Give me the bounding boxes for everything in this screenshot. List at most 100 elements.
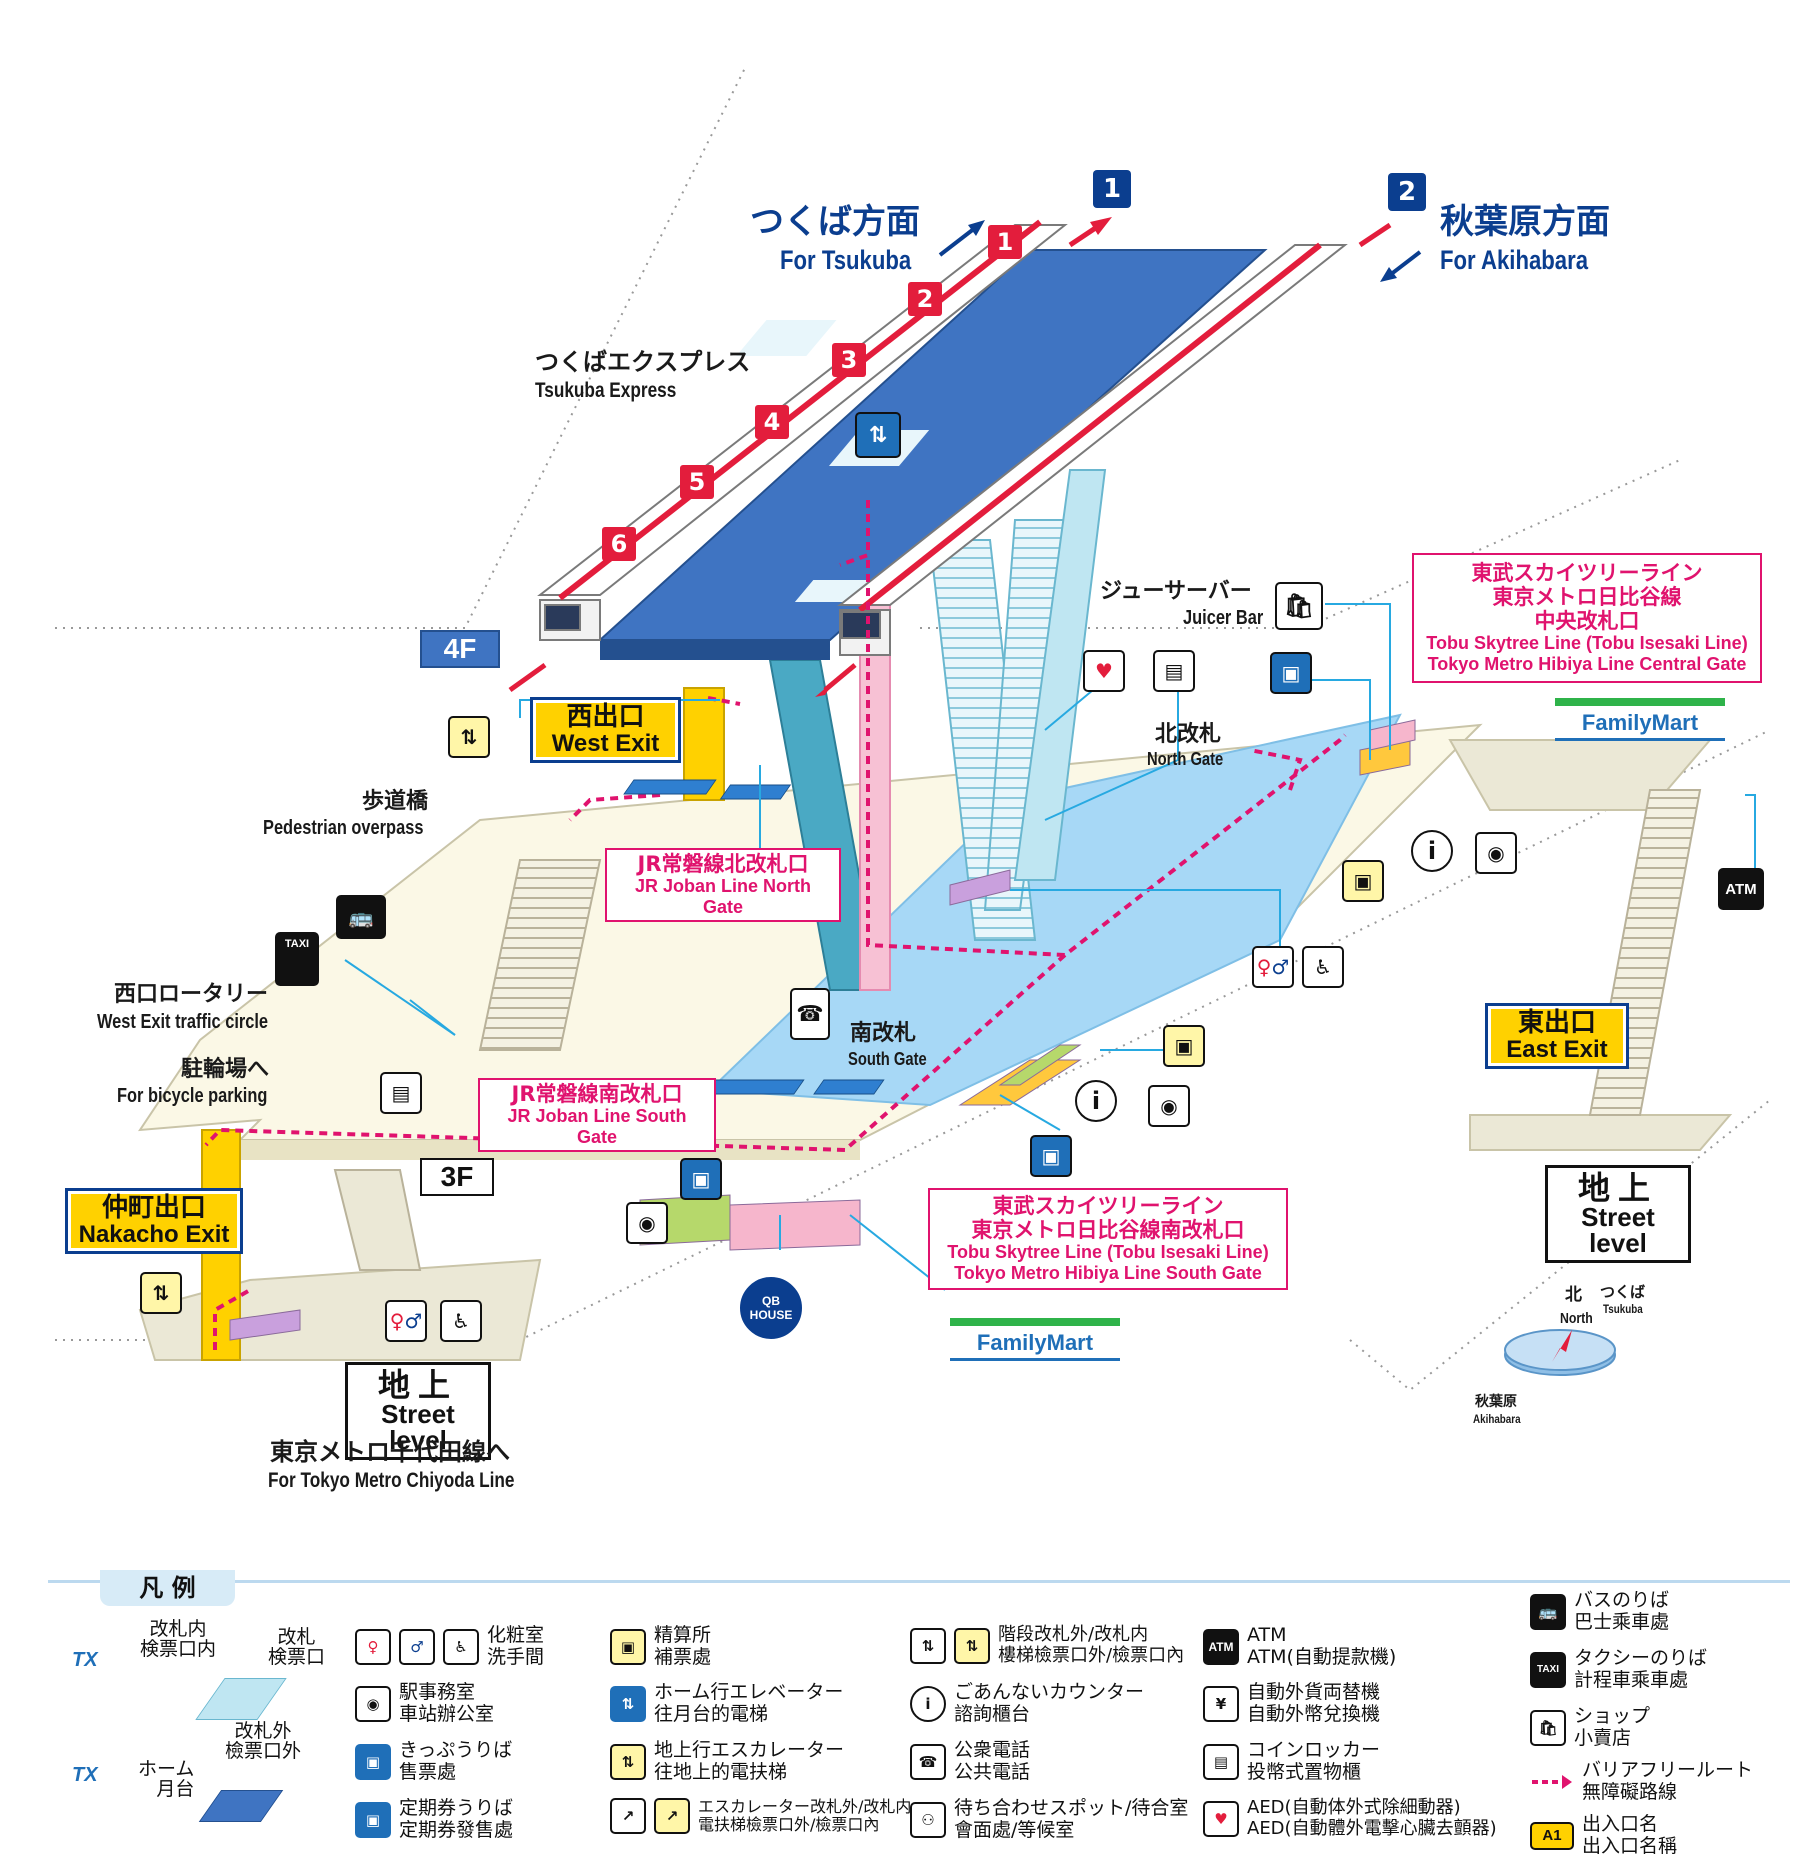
car-number: 2 (908, 282, 942, 316)
bus-icon: 🚌 (1530, 1593, 1566, 1630)
tobu-central-gate-en2: Tokyo Metro Hibiya Line Central Gate (1427, 654, 1747, 675)
legend-exit-name: A1 出入口名 出入口名稱 (1530, 1813, 1677, 1858)
jr-north-gate-label: JR常磐線北改札口 JR Joban Line North Gate (605, 848, 841, 922)
compass-akihabara-en: Akihabara (1473, 1412, 1521, 1426)
jr-south-gate-en: JR Joban Line South Gate (507, 1106, 687, 1147)
wheelchair-icon-2: ♿ (440, 1300, 482, 1342)
west-rotary-jp: 西口ロータリー (114, 982, 269, 1007)
meeting-spot-icon: ⚇ (910, 1801, 946, 1838)
car-number: 5 (680, 465, 714, 499)
ticket-office-icon: ▣ (1270, 652, 1312, 694)
legend-toilet: ♀ ♂ ♿ 化粧室 洗手間 (355, 1624, 545, 1669)
legend: 凡 例 TX 改札内 検票口内 改札 検票口 改札外 檢票口外 TX ホーム 月… (0, 1570, 1820, 1857)
compass-north-en: North (1560, 1310, 1593, 1327)
legend-commuter: ▣ 定期券うりば 定期券發售處 (355, 1797, 514, 1842)
akihabara-direction-en: For Akihabara (1440, 245, 1589, 275)
familymart-south: FamilyMart (950, 1318, 1120, 1361)
street-level-east: 地上 Street level (1545, 1165, 1691, 1263)
exit-name-icon: A1 (1530, 1821, 1574, 1850)
legend-elevator-text: ホーム行エレベーター 往月台的電梯 (654, 1681, 844, 1725)
barrier-free-route-icon (1532, 1774, 1572, 1789)
legend-platform-swatch (198, 1790, 284, 1822)
stairs-inside-icon: ⇅ (954, 1627, 990, 1664)
pedestrian-overpass-en: Pedestrian overpass (263, 817, 424, 839)
legend-inside-gate: 改札内 検票口内 (140, 1618, 217, 1660)
nakacho-exit-badge: 仲町出口 Nakacho Exit (65, 1188, 243, 1255)
legend-shop-text: ショップ 小賣店 (1574, 1705, 1651, 1749)
east-exit-badge: 東出口 East Exit (1485, 1003, 1629, 1070)
legend-commuter-text: 定期券うりば 定期券發售處 (399, 1797, 514, 1841)
street-level-west: 地上 Street level (345, 1362, 491, 1460)
legend-escalator-gate-text: エスカレーター改札外/改札内 電扶梯檢票口外/檢票口內 (698, 1797, 912, 1835)
male-toilet-icon: ♂ (399, 1628, 435, 1665)
legend-ticket: ▣ きっぷうりば 售票處 (355, 1739, 513, 1784)
legend-station-office: ◉ 駅事務室 車站辦公室 (355, 1681, 494, 1726)
east-exit-en: East Exit (1506, 1036, 1608, 1064)
bicycle-parking-jp: 駐輪場へ (181, 1057, 270, 1082)
escalator-ground-icon: ⇅ (448, 716, 490, 758)
legend-platform: ホーム 月台 (138, 1758, 195, 1800)
legend-ticket-text: きっぷうりば 售票處 (399, 1739, 513, 1783)
compass-tsukuba-jp: つくば (1600, 1283, 1646, 1301)
station-office-icon: ◉ (1475, 832, 1517, 874)
stairs-outside-icon: ⇅ (910, 1627, 946, 1664)
legend-atm: ATM ATM ATM(自動提款機) (1203, 1624, 1396, 1669)
taxi-icon: TAXI (275, 932, 319, 986)
aed-icon: ♥ (1083, 650, 1125, 692)
legend-stairs-text: 階段改札外/改札内 樓梯檢票口外/檢票口內 (998, 1624, 1185, 1666)
legend-barrier-free: バリアフリールート 無障礙路線 (1530, 1759, 1753, 1804)
legend-aed: ♥ AED(自動体外式除細動器) AED(自動體外電擊心臟去顫器) (1203, 1797, 1497, 1839)
currency-exchange-icon: ¥ (1203, 1685, 1239, 1722)
tobu-central-gate-label: 東武スカイツリーライン 東京メトロ日比谷線 中央改札口 Tobu Skytree… (1412, 553, 1762, 683)
toilet-icon-2: ♀♂ (385, 1300, 427, 1342)
street-level-west-en: Street level (381, 1399, 455, 1455)
legend-meeting-text: 待ち合わせスポット/待合室 會面處/等候室 (954, 1797, 1189, 1841)
tobu-south-gate-jp1: 東武スカイツリーライン (992, 1194, 1224, 1218)
tobu-central-gate-jp3: 中央改札口 (1534, 609, 1640, 634)
legend-toilet-text: 化粧室 洗手間 (487, 1624, 545, 1668)
compass-north-jp: 北 (1565, 1285, 1582, 1305)
legend-taxi-text: タクシーのりば 計程車乘車處 (1574, 1647, 1708, 1691)
legend-escalator-ground-text: 地上行エスカレーター 往地上的電扶梯 (654, 1739, 845, 1783)
line-name-jp: つくばエクスプレス (535, 348, 751, 376)
south-gate-jp: 南改札 (850, 1021, 917, 1046)
tx-mark-platform: TX (72, 1764, 98, 1786)
platform-1-badge: 1 (1093, 170, 1131, 208)
compass-rose (1504, 1329, 1616, 1376)
info-counter-icon-2: i (1075, 1080, 1117, 1122)
car-number: 3 (832, 343, 866, 377)
compass-tsukuba-en: Tsukuba (1603, 1302, 1643, 1316)
station-office-icon: ◉ (355, 1685, 391, 1722)
street-level-east-jp: 地上 (1577, 1169, 1658, 1207)
jr-south-gate-jp: JR常磐線南改札口 (511, 1082, 683, 1106)
station-office-icon-3: ◉ (626, 1202, 668, 1244)
coin-locker-icon-2: ▤ (380, 1072, 422, 1114)
compass-akihabara-jp: 秋葉原 (1475, 1394, 1517, 1410)
legend-info-text: ごあんないカウンター 諮詢櫃台 (954, 1681, 1145, 1725)
legend-bus: 🚌 バスのりば 巴士乘車處 (1530, 1589, 1669, 1634)
leader-lines (344, 603, 1756, 1291)
train-left (537, 219, 1068, 641)
atm-icon: ATM (1203, 1628, 1239, 1665)
tobu-south-gate-en2: Tokyo Metro Hibiya Line South Gate (954, 1262, 1262, 1283)
legend-taxi: TAXI タクシーのりば 計程車乘車處 (1530, 1647, 1708, 1692)
gates (623, 779, 885, 1095)
taxi-icon: TAXI (1530, 1651, 1566, 1688)
shop-icon: 🛍 (1275, 582, 1323, 630)
legend-info: i ごあんないカウンター 諮詢櫃台 (910, 1681, 1145, 1726)
familymart-east: FamilyMart (1555, 698, 1725, 741)
floor-4f-badge: 4F (420, 630, 500, 668)
legend-locker-text: コインロッカー 投幣式置物櫃 (1247, 1739, 1381, 1783)
south-gate-en: South Gate (848, 1049, 927, 1069)
direction-arrows (508, 217, 1422, 697)
phone-icon: ☎ (910, 1743, 946, 1780)
legend-shop: 🛍 ショップ 小賣店 (1530, 1705, 1651, 1750)
fare-adjust-icon: ▣ (610, 1628, 646, 1665)
station-diagram (55, 67, 1771, 1392)
platform-4f (597, 249, 1268, 660)
wheelchair-icon: ♿ (1302, 946, 1344, 988)
legend-meeting: ⚇ 待ち合わせスポット/待合室 會面處/等候室 (910, 1797, 1189, 1842)
commuter-pass-icon: ▣ (355, 1801, 391, 1838)
legend-aed-text: AED(自動体外式除細動器) AED(自動體外電擊心臟去顫器) (1247, 1797, 1497, 1839)
